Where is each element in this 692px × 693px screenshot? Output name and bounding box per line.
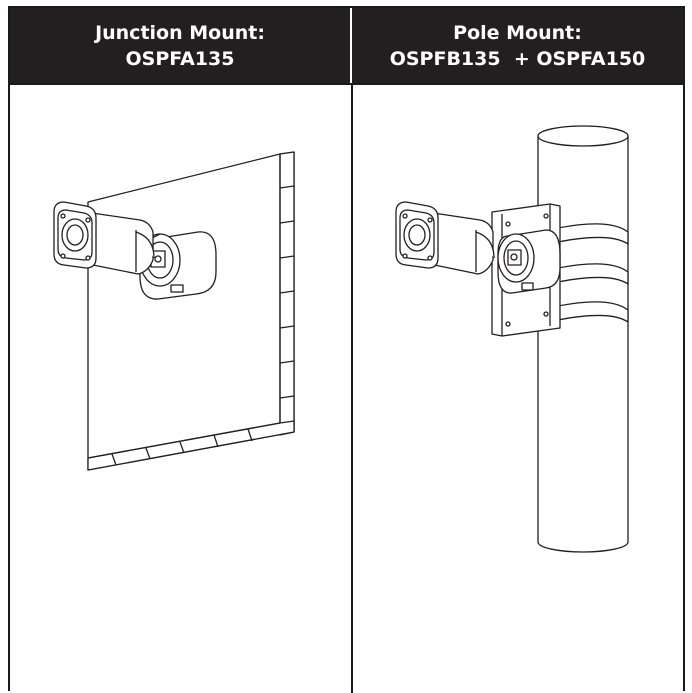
header-junction-mount: Junction Mount: OSPFA135 bbox=[10, 8, 350, 83]
table-header: Junction Mount: OSPFA135 Pole Mount: OSP… bbox=[10, 8, 683, 83]
junction-mount-model: OSPFA135 bbox=[125, 47, 235, 70]
junction-box bbox=[497, 229, 561, 294]
pole-mount-model: OSPFB135 + OSPFA150 bbox=[389, 47, 646, 70]
header-pole-mount: Pole Mount: OSPFB135 + OSPFA150 bbox=[352, 8, 683, 83]
junction-mount-drawing bbox=[53, 151, 295, 471]
junction-mount-title: Junction Mount: bbox=[95, 21, 265, 44]
bullet-camera bbox=[53, 201, 155, 275]
header-bottom-line bbox=[10, 83, 683, 85]
pole-mount-drawing bbox=[395, 125, 629, 553]
wall-panel bbox=[87, 151, 295, 471]
pole bbox=[537, 125, 629, 553]
column-divider bbox=[351, 83, 353, 693]
pole-mount-title: Pole Mount: bbox=[453, 21, 582, 44]
header-divider bbox=[350, 8, 352, 83]
bullet-camera bbox=[395, 201, 495, 275]
clamp-bands bbox=[557, 223, 629, 323]
mount-comparison-table: Junction Mount: OSPFA135 Pole Mount: OSP… bbox=[8, 6, 685, 693]
